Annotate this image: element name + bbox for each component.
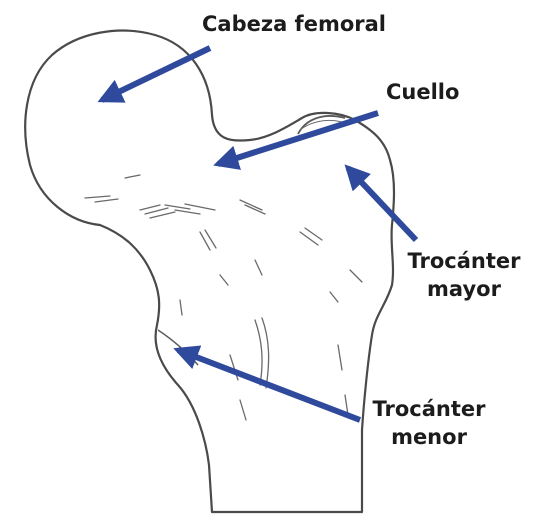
label-lesser-trochanter-line1: Trocánter: [365, 395, 493, 423]
label-greater-trochanter-line1: Trocánter: [400, 247, 528, 275]
label-greater-trochanter: Trocánter mayor: [400, 247, 528, 303]
label-neck: Cuello: [386, 78, 459, 106]
label-lesser-trochanter: Trocánter menor: [365, 395, 493, 451]
femur-outline: [25, 31, 394, 512]
label-lesser-trochanter-line2: menor: [365, 423, 493, 451]
label-head: Cabeza femoral: [202, 10, 386, 38]
label-greater-trochanter-line2: mayor: [400, 275, 528, 303]
